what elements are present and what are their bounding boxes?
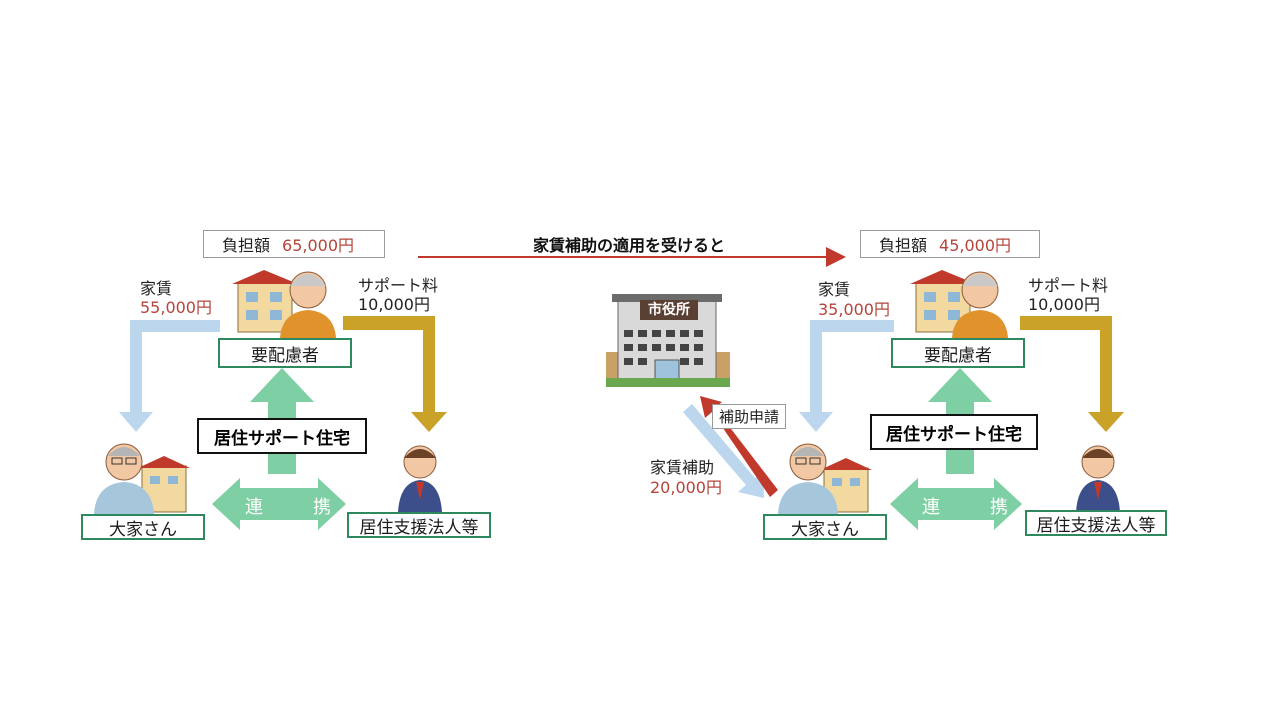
left-support-fee-amount: 10,000円: [358, 295, 430, 314]
right-rent-label: 家賃: [818, 280, 851, 299]
left-cooperation-arrow: [212, 478, 346, 530]
right-rent-arrow: [799, 320, 894, 432]
apply-label: 補助申請: [712, 404, 787, 429]
right-rent-amount: 35,000円: [818, 300, 890, 319]
left-burden-box: 負担額 65,000円: [203, 230, 385, 258]
right-burden-amount: 45,000円: [939, 236, 1012, 255]
right-housing-box: 居住サポート住宅: [870, 414, 1038, 450]
left-burden-amount: 65,000円: [282, 236, 355, 255]
left-burden-label: 負担額: [222, 236, 271, 255]
right-landlord-box: 大家さん: [763, 514, 887, 540]
right-support-arrow: [1020, 316, 1124, 432]
left-landlord-box: 大家さん: [81, 514, 205, 540]
right-landlord-person-icon: [778, 443, 838, 514]
right-support-staff-icon: [1076, 445, 1120, 512]
left-support-arrow: [343, 316, 447, 432]
city-hall-icon: [606, 294, 730, 387]
left-landlord-person-icon: [94, 443, 154, 514]
left-cooperation-label: 連 携: [245, 497, 347, 518]
left-person-box: 要配慮者: [218, 338, 352, 368]
left-support-fee-label: サポート料: [358, 276, 439, 295]
city-hall-sign: 市役所: [648, 302, 690, 318]
diagram-title: 家賃補助の適用を受けると: [533, 236, 726, 255]
right-support-fee-amount: 10,000円: [1028, 295, 1100, 314]
subsidy-label: 家賃補助: [650, 458, 715, 477]
subsidy-arrow: [683, 404, 764, 498]
right-burden-label: 負担額: [879, 236, 928, 255]
right-cooperation-arrow: [890, 478, 1022, 530]
right-corporation-box: 居住支援法人等: [1025, 510, 1167, 536]
left-corporation-box: 居住支援法人等: [347, 512, 491, 538]
right-house-icon: [910, 270, 976, 333]
left-housing-box: 居住サポート住宅: [197, 418, 367, 454]
left-support-staff-icon: [398, 445, 442, 512]
right-elderly-person-icon: [952, 271, 1008, 338]
right-person-box: 要配慮者: [891, 338, 1025, 368]
right-burden-box: 負担額 45,000円: [860, 230, 1040, 258]
left-rent-arrow: [119, 320, 220, 432]
left-house-icon: [232, 270, 298, 333]
left-rent-amount: 55,000円: [140, 298, 212, 317]
subsidy-amount: 20,000円: [650, 478, 722, 497]
right-support-fee-label: サポート料: [1028, 276, 1109, 295]
left-elderly-person-icon: [280, 271, 336, 338]
left-rent-label: 家賃: [140, 279, 173, 298]
right-cooperation-label: 連 携: [922, 497, 1024, 518]
